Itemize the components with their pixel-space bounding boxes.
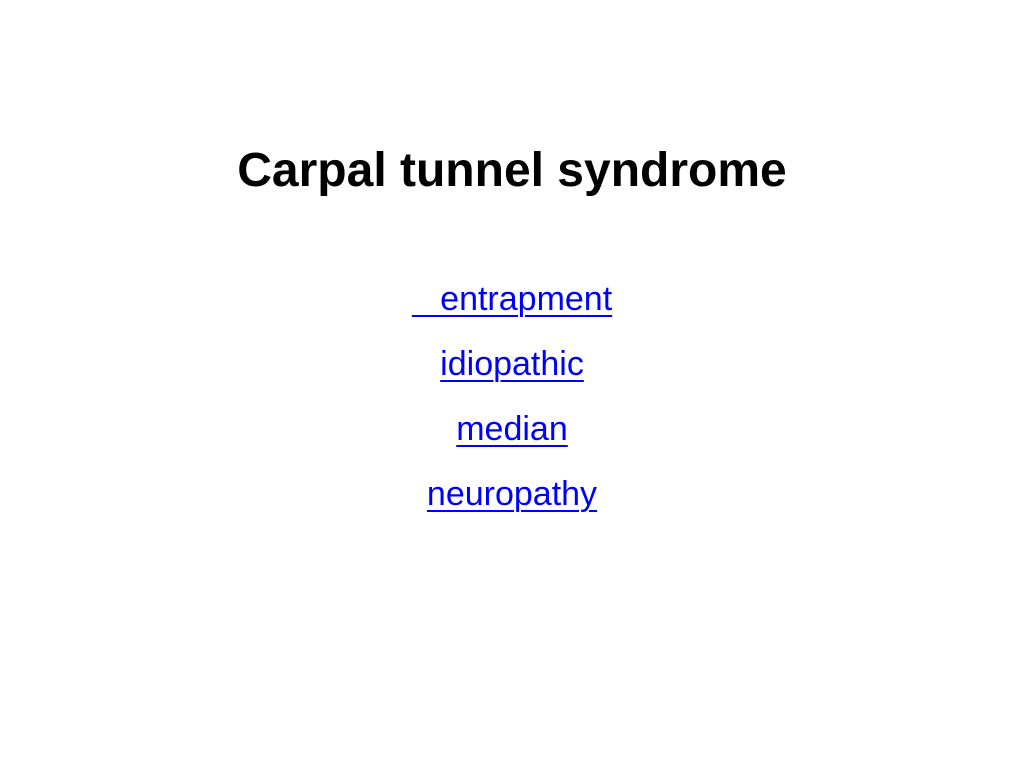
- list-item: entrapment: [0, 272, 1024, 337]
- link-entrapment[interactable]: entrapment: [411, 280, 613, 318]
- list-item: median: [0, 402, 1024, 467]
- slide-title: Carpal tunnel syndrome: [237, 144, 787, 197]
- list-item: idiopathic: [0, 337, 1024, 402]
- link-neuropathy[interactable]: neuropathy: [426, 475, 598, 513]
- list-item: neuropathy: [0, 467, 1024, 532]
- link-median[interactable]: median: [456, 410, 568, 448]
- link-idiopathic[interactable]: idiopathic: [440, 345, 584, 383]
- keyword-link-list: entrapment idiopathic median neuropathy: [0, 272, 1024, 532]
